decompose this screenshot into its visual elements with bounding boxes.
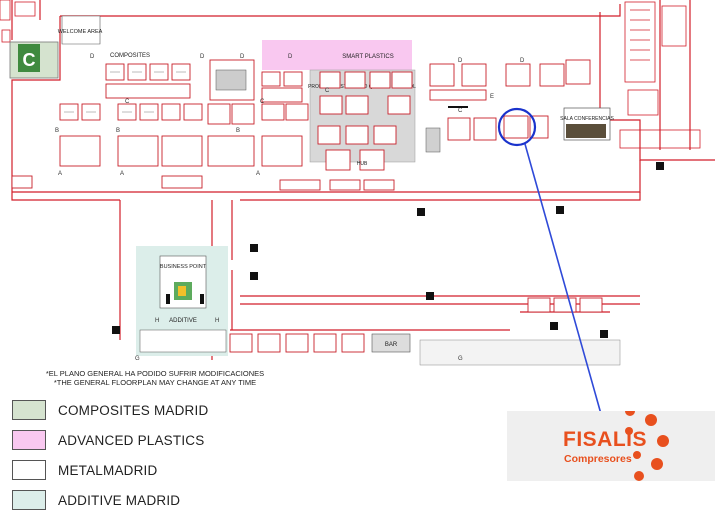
entrance-marker-label: C <box>23 50 36 70</box>
svg-text:A: A <box>58 171 62 177</box>
highlight-leader-line <box>524 143 602 415</box>
svg-text:C: C <box>125 99 130 105</box>
zone-letters: D D D D D D C C C C B B B A A A H H G G … <box>55 54 525 362</box>
composites-label: COMPOSITES <box>110 53 150 59</box>
exhibitor-logo: FISALIS Compresores <box>507 411 715 481</box>
hub-label: HUB <box>357 161 368 167</box>
legend-swatch-advanced-plastics <box>12 430 46 450</box>
legend-swatch-additive <box>12 490 46 510</box>
legend-swatch-composites <box>12 400 46 420</box>
service-area-left <box>0 0 36 43</box>
legend-item-metalmadrid: METALMADRID <box>12 459 208 481</box>
svg-text:D: D <box>200 54 205 60</box>
svg-text:A: A <box>120 171 124 177</box>
svg-text:B: B <box>116 128 120 134</box>
legend-swatch-metalmadrid <box>12 460 46 480</box>
svg-text:D: D <box>240 54 245 60</box>
note-english: *THE GENERAL FLOORPLAN MAY CHANGE AT ANY… <box>53 378 257 387</box>
svg-text:H: H <box>215 318 219 324</box>
hub-block <box>425 127 441 153</box>
bar-label: BAR <box>385 342 398 348</box>
svg-text:D: D <box>520 58 525 64</box>
business-point-logo-accent <box>178 286 186 296</box>
sala-image <box>566 124 606 138</box>
legend-item-advanced-plastics: ADVANCED PLASTICS <box>12 429 208 451</box>
exhibitor-name: FISALIS <box>563 428 648 451</box>
bar-block <box>371 333 411 353</box>
legend-label: METALMADRID <box>58 462 158 478</box>
feature-stand <box>215 69 247 91</box>
welcome-area-shape <box>61 15 101 45</box>
sala-conferencias-label: SALA CONFERENCIAS <box>560 116 614 122</box>
business-point-label-1: BUSINESS POINT <box>160 264 207 270</box>
svg-text:D: D <box>458 58 463 64</box>
svg-text:B: B <box>55 128 59 134</box>
svg-text:B: B <box>236 128 240 134</box>
legend-label: ADVANCED PLASTICS <box>58 432 205 448</box>
legend: COMPOSITES MADRID ADVANCED PLASTICS META… <box>12 399 208 518</box>
svg-text:G: G <box>135 356 140 362</box>
additive-label: ADDITIVE <box>169 318 197 324</box>
highlight-circle <box>497 107 537 147</box>
svg-text:H: H <box>155 318 159 324</box>
logo-dots-icon <box>625 411 669 481</box>
markers <box>112 106 664 338</box>
bottom-wing <box>419 339 621 366</box>
service-area-right <box>619 1 701 149</box>
additive-booth-row <box>139 329 227 353</box>
welcome-area-label: WELCOME AREA <box>58 29 103 35</box>
floorplan-notes: *EL PLANO GENERAL HA PODIDO SUFRIR MODIF… <box>10 369 300 387</box>
booth-interior <box>64 71 186 113</box>
entrance-marker <box>18 44 40 72</box>
svg-text:D: D <box>288 54 293 60</box>
legend-item-composites: COMPOSITES MADRID <box>12 399 208 421</box>
svg-text:C: C <box>260 99 265 105</box>
svg-text:C: C <box>325 88 330 94</box>
legend-item-additive: ADDITIVE MADRID <box>12 489 208 511</box>
legend-label: COMPOSITES MADRID <box>58 402 209 418</box>
smart-plastics-zone <box>262 40 412 70</box>
svg-text:C: C <box>458 108 463 114</box>
svg-text:E: E <box>490 94 494 100</box>
note-spanish: *EL PLANO GENERAL HA PODIDO SUFRIR MODIF… <box>45 369 265 378</box>
booths <box>11 59 603 353</box>
legend-label: ADDITIVE MADRID <box>58 492 181 508</box>
exhibitor-subtitle: Compresores <box>564 453 632 465</box>
smart-plastics-label: SMART PLASTICS <box>342 54 393 60</box>
svg-text:D: D <box>90 54 95 60</box>
svg-text:G: G <box>458 356 463 362</box>
svg-text:A: A <box>256 171 260 177</box>
